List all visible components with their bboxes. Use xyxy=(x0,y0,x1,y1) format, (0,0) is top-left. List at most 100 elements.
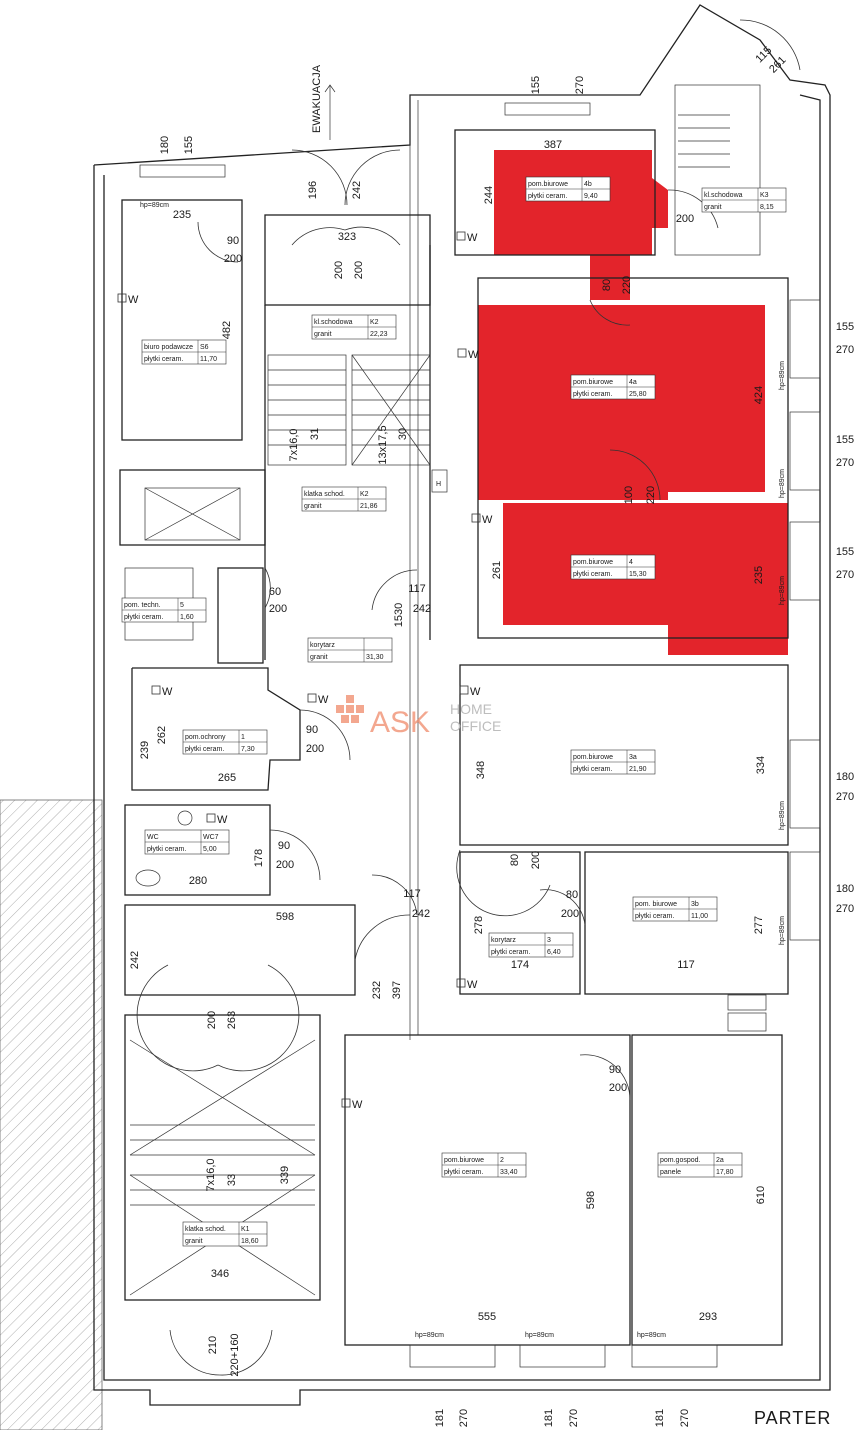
room-number: 3b xyxy=(691,901,699,908)
window-height-note: hp=89cm xyxy=(779,576,786,605)
dimension-label: 424 xyxy=(753,386,765,404)
dimension-label: 200 xyxy=(306,743,324,755)
room-number: 4a xyxy=(629,379,637,386)
dimension-label: 220 xyxy=(645,486,657,504)
room-floor: granit xyxy=(704,204,722,211)
dimension-label: 200 xyxy=(333,261,345,279)
wall-marker: W xyxy=(318,694,329,706)
dimension-label: 155 xyxy=(836,321,854,333)
window-height-note: hp=89cm xyxy=(779,361,786,390)
window-height-note: hp=89cm xyxy=(415,1332,444,1339)
dimension-label: 7x16,0 xyxy=(288,428,300,461)
wall-socket-icon xyxy=(459,685,469,695)
dimension-label: 181 xyxy=(543,1409,555,1427)
dimension-label: 80 xyxy=(509,854,521,866)
room-name: biuro podawcze xyxy=(144,344,193,351)
dimension-label: 200 xyxy=(676,213,694,225)
window-height-note: hp=89cm xyxy=(779,801,786,830)
stairs-k3 xyxy=(678,114,730,168)
stairs-k2-right xyxy=(351,354,431,466)
dimension-label: 174 xyxy=(511,959,529,971)
room-number: K1 xyxy=(241,1226,250,1233)
room-number: K2 xyxy=(360,491,369,498)
dimension-label: 242 xyxy=(129,951,141,969)
dimension-label: 261 xyxy=(491,561,503,579)
dimension-label: 270 xyxy=(836,569,854,581)
dimension-label: 334 xyxy=(755,756,767,774)
dimension-label: 90 xyxy=(609,1064,621,1076)
dimension-label: 242 xyxy=(413,603,431,615)
room-floor: płytki ceram. xyxy=(635,913,674,920)
floor-title: PARTER xyxy=(754,1408,831,1428)
dimension-label: 598 xyxy=(585,1191,597,1209)
dimension-label: 200 xyxy=(561,908,579,920)
room-area: 6,40 xyxy=(547,949,561,956)
ask-logo: ASK HOME OFFICE xyxy=(336,695,501,739)
wall-marker: W xyxy=(128,294,139,306)
wall-socket-icon xyxy=(341,1098,351,1108)
dimension-label: 180 xyxy=(836,771,854,783)
dimension-label: 339 xyxy=(279,1166,291,1184)
dimension-label: 155 xyxy=(530,76,542,94)
room-floor: płytki ceram. xyxy=(144,356,183,363)
wall-marker: W xyxy=(468,349,479,361)
dimension-label: 80 xyxy=(566,889,578,901)
room-area: 31,30 xyxy=(366,654,384,661)
room-number: 4b xyxy=(584,181,592,188)
room-area: 17,80 xyxy=(716,1169,734,1176)
logo-brand: ASK xyxy=(370,706,430,739)
dimension-label: 220+160 xyxy=(229,1333,241,1376)
dimension-label: 200 xyxy=(224,253,242,265)
window-height-note: hp=89cm xyxy=(140,202,169,209)
dimension-label: 31 xyxy=(309,428,321,440)
window-height-note: hp=89cm xyxy=(525,1332,554,1339)
room-area: 18,60 xyxy=(241,1238,259,1245)
dimension-label: 117 xyxy=(408,583,426,595)
dimension-label: 277 xyxy=(753,916,765,934)
dimension-label: 270 xyxy=(458,1409,470,1427)
dimension-label: 242 xyxy=(351,181,363,199)
wall-marker: W xyxy=(352,1099,363,1111)
dimension-label: 346 xyxy=(211,1268,229,1280)
room-floor: płytki ceram. xyxy=(124,614,163,621)
room-floor: płytki ceram. xyxy=(491,949,530,956)
building-outline xyxy=(93,4,831,1406)
logo-mark-icon xyxy=(336,695,364,723)
dimension-label: 270 xyxy=(836,457,854,469)
dimension-label: 239 xyxy=(139,741,151,759)
room-name: pom.biurowe xyxy=(444,1157,484,1164)
room-floor: płytki ceram. xyxy=(573,391,612,398)
wall-marker: W xyxy=(467,979,478,991)
wall-marker: W xyxy=(217,814,228,826)
dimension-label: 60 xyxy=(269,586,281,598)
wall-marker: W xyxy=(470,686,481,698)
room-floor: płytki ceram. xyxy=(573,571,612,578)
wall-socket-icon xyxy=(457,348,467,358)
dimension-label: 270 xyxy=(836,791,854,803)
dimension-label: 323 xyxy=(338,231,356,243)
dimension-label: 155 xyxy=(836,546,854,558)
wall-socket-icon xyxy=(307,693,317,703)
room-name: pom.ochrony xyxy=(185,734,226,741)
dimension-label: 180 xyxy=(836,883,854,895)
room-4a-fill xyxy=(478,305,765,500)
room-name: pom.biurowe xyxy=(528,181,568,188)
wall-marker: W xyxy=(482,514,493,526)
annotation-labels: hp=89cm hp=89cm hp=89cm hp=89cm hp=89cm hp=89… xyxy=(117,202,786,1339)
dimension-label: 7x16,0 xyxy=(205,1158,217,1191)
dimension-label: 200 xyxy=(609,1082,627,1094)
room-name: pom.gospod. xyxy=(660,1157,701,1164)
room-area: 9,40 xyxy=(584,193,598,200)
wall-marker: W xyxy=(467,232,478,244)
room-name: klatka schod. xyxy=(304,491,345,498)
wall-socket-icon xyxy=(206,813,216,823)
room-area: 15,30 xyxy=(629,571,647,578)
room-floor: granit xyxy=(314,331,332,338)
